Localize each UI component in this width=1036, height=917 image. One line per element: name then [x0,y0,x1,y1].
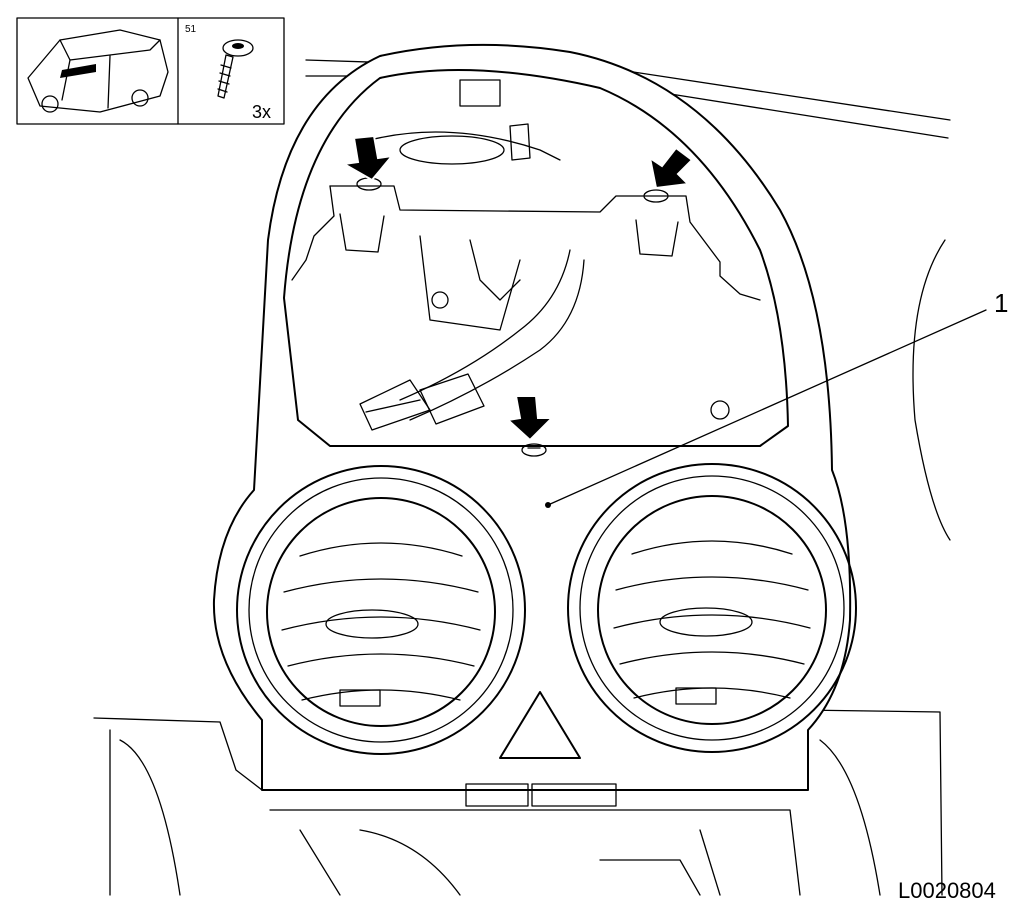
arrow-screw-bottom [505,395,555,442]
hazard-button [499,691,581,759]
lower-cavity [269,809,801,896]
vehicle-icon [27,29,169,113]
inset-quantity: 3x [252,102,271,122]
callout-1: 1 [545,288,1008,508]
switch-left [465,783,529,807]
arrow-screw-right [648,146,694,190]
left-air-vent [236,465,526,755]
right-air-vent [567,463,857,753]
arrow-screw-left [340,134,395,182]
inset-page-ref: 51 [185,24,197,35]
switch-right [531,783,617,807]
screw-icon [217,39,254,99]
figure-id: L0020804 [898,878,996,903]
inset-box: 51 3x [16,17,285,125]
callout-label-1: 1 [994,288,1008,318]
